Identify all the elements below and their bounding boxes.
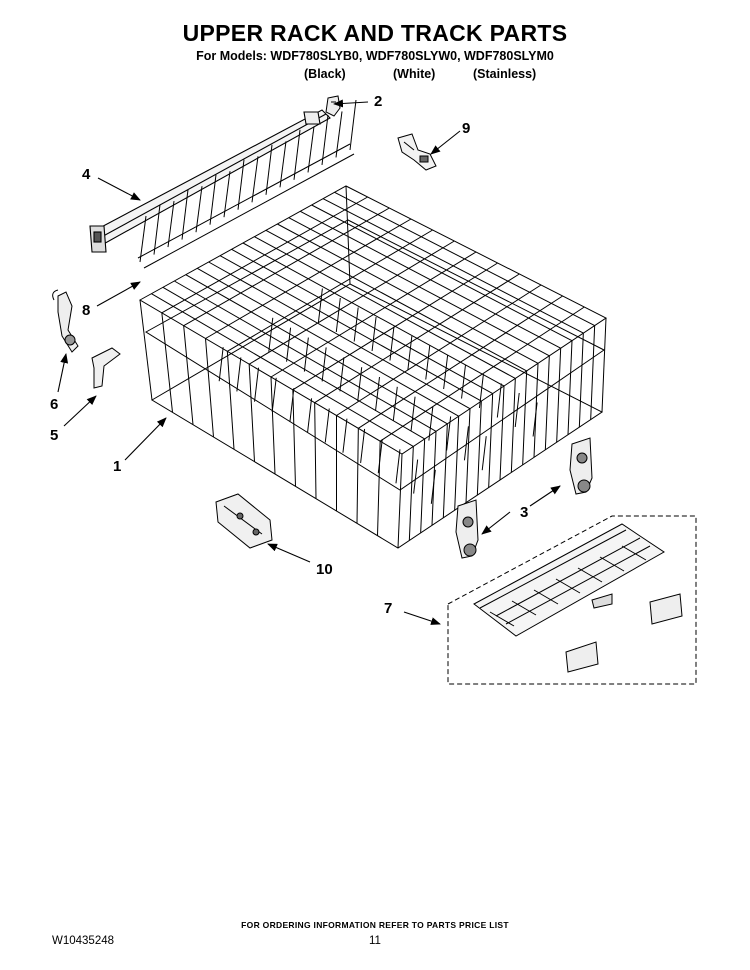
page-number: 11	[369, 935, 381, 947]
callout-8: 8	[82, 302, 91, 319]
callout-10: 10	[316, 561, 333, 578]
callout-4: 4	[82, 166, 91, 183]
callout-9: 9	[462, 120, 471, 137]
rack-adjuster-clip	[397, 133, 437, 171]
rack-stop-clip	[325, 95, 341, 117]
callout-6: 6	[50, 396, 59, 413]
variant-white: (White)	[393, 67, 436, 81]
rack-wheel-bracket	[52, 289, 79, 353]
document-id: W10435248	[52, 935, 115, 947]
track-roller-right	[569, 437, 593, 495]
variant-stainless: (Stainless)	[473, 67, 537, 81]
ordering-note: FOR ORDERING INFORMATION REFER TO PARTS …	[241, 920, 509, 930]
cup-shelf-assembly	[447, 515, 697, 685]
callout-1: 1	[113, 458, 122, 475]
variant-black: (Black)	[304, 67, 346, 81]
upper-rack-rail	[89, 109, 331, 253]
callout-3: 3	[520, 504, 529, 521]
track-roller-left	[455, 499, 479, 559]
fold-down-tine-row	[137, 99, 357, 269]
page-title: UPPER RACK AND TRACK PARTS	[182, 20, 568, 46]
callout-7: 7	[384, 600, 393, 617]
callout-2: 2	[374, 93, 383, 110]
callout-5: 5	[50, 427, 59, 444]
upper-rack-basket	[138, 185, 607, 549]
callout-leaders	[57, 99, 561, 625]
rack-slide-adjuster	[215, 493, 273, 549]
rack-bumper-strip	[91, 347, 121, 389]
models-line: For Models: WDF780SLYB0, WDF780SLYW0, WD…	[196, 49, 554, 63]
